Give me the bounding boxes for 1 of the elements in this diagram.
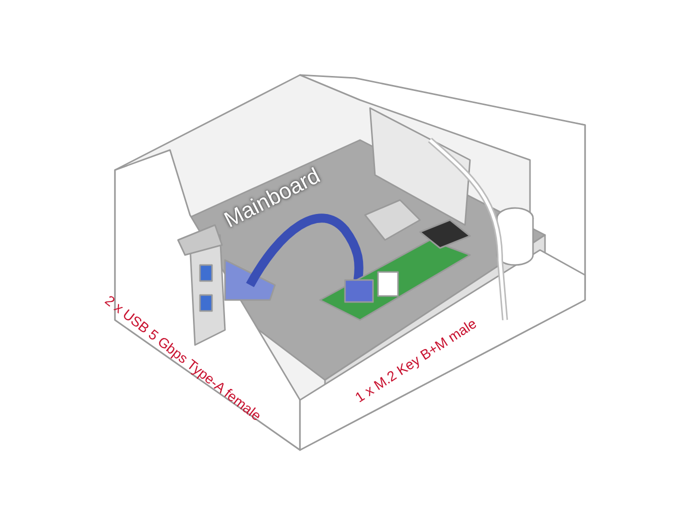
callout-label: 1 x M.2 Key B+M male	[352, 315, 480, 406]
